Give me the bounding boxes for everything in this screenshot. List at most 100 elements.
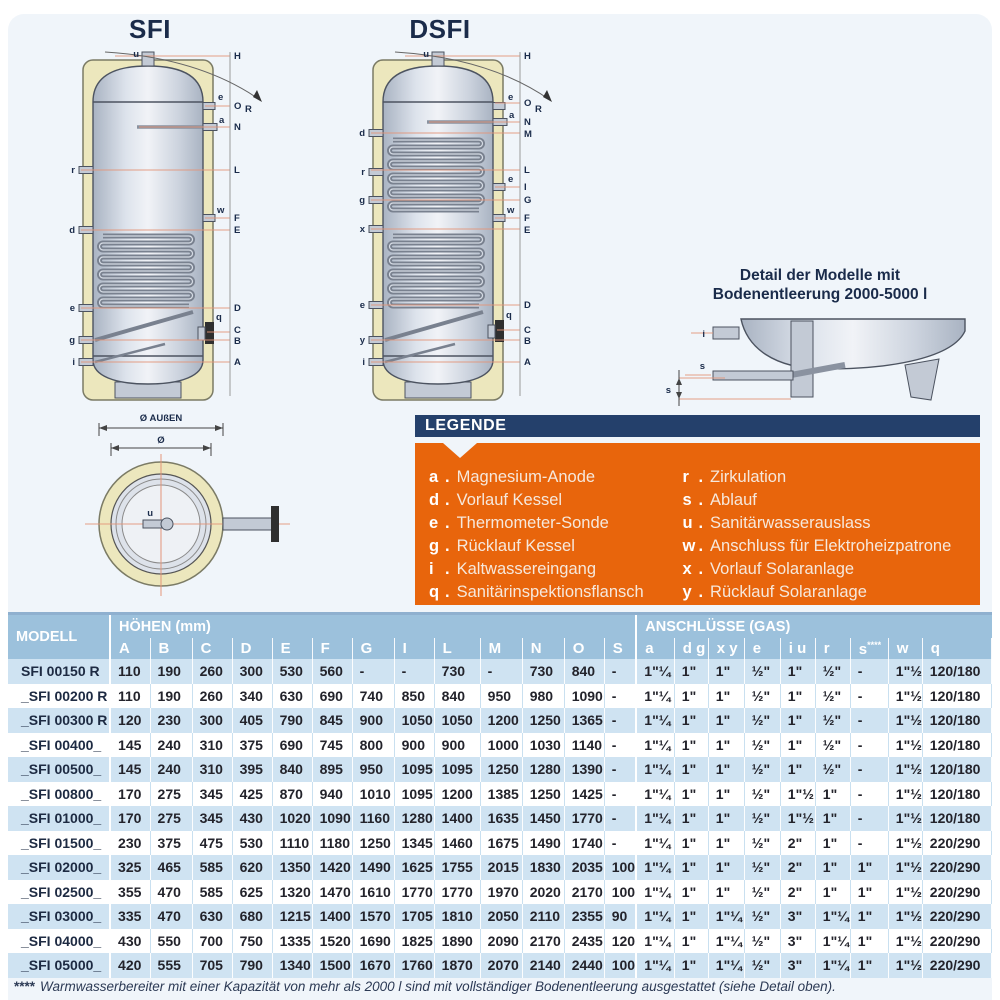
connection-cell: 1" [674, 806, 709, 831]
height-column-header: A [109, 638, 151, 659]
height-cell: 100 [604, 855, 637, 880]
connection-cell: 1" [674, 830, 709, 855]
connection-cell: 1" [674, 708, 709, 733]
height-cell: 1690 [352, 928, 395, 953]
height-cell: 1755 [434, 855, 481, 880]
height-column-header: D [232, 638, 273, 659]
connection-cell: 1"¼ [708, 928, 745, 953]
height-cell: 1470 [312, 879, 353, 904]
dsfi-flange-q [495, 320, 504, 342]
sfi-port-label: i [72, 357, 75, 368]
height-cell: 2440 [564, 953, 605, 978]
connection-cell: - [850, 708, 889, 733]
connection-cell: ½" [744, 683, 781, 708]
connection-column-header: e [744, 638, 781, 659]
dsfi-dim-letter: D [524, 300, 531, 311]
sfi-dim-letter: B [234, 336, 241, 347]
connection-cell: 1" [780, 708, 816, 733]
legend-item-q: q.Sanitärinspektionsflansch [429, 583, 644, 601]
height-cell: 870 [272, 781, 313, 806]
height-cell: 2110 [522, 904, 565, 929]
connection-cell: 1"¼ [815, 928, 851, 953]
height-cell: 1520 [312, 928, 353, 953]
connection-cell: - [850, 683, 889, 708]
connection-cell: 1" [674, 879, 709, 904]
height-cell: 800 [352, 732, 395, 757]
height-cell: 530 [272, 659, 313, 684]
connection-cell: 1"¼ [635, 879, 675, 904]
connection-cell: 1"½ [888, 879, 923, 904]
height-cell: 1770 [564, 806, 605, 831]
height-cell: 120 [604, 928, 637, 953]
model-cell: _SFI 02500_ [8, 879, 111, 904]
inner-diameter-label: Ø [157, 435, 164, 446]
height-cell: 1110 [272, 830, 313, 855]
height-cell: 750 [232, 928, 273, 953]
height-cell: 1020 [272, 806, 313, 831]
height-cell: 240 [150, 732, 193, 757]
height-cell: 630 [272, 683, 313, 708]
height-cell: 1420 [312, 855, 353, 880]
height-cell: 950 [352, 757, 395, 782]
connection-cell: - [850, 830, 889, 855]
height-column-header: O [564, 638, 605, 659]
height-cell: - [480, 659, 523, 684]
connection-cell: 1"¼ [635, 659, 675, 684]
tank-top-view: u Ø AUßEN Ø [85, 413, 290, 596]
connection-cell: 1"½ [888, 683, 923, 708]
model-cell: _SFI 01500_ [8, 830, 111, 855]
model-cell: _SFI 00300 R [8, 708, 111, 733]
dsfi-port-label: w [506, 205, 515, 216]
connection-cell: 1"¼ [708, 953, 745, 978]
connection-cell: 1"½ [888, 830, 923, 855]
height-cell: 190 [150, 683, 193, 708]
connection-cell: 1" [708, 757, 745, 782]
height-cell: 430 [109, 928, 151, 953]
connection-column-header: r [815, 638, 851, 659]
sfi-port-label: a [219, 115, 225, 126]
detail-inlet-label: i [702, 329, 705, 340]
height-cell: 1350 [272, 855, 313, 880]
height-cell: 530 [232, 830, 273, 855]
height-cell: 275 [150, 806, 193, 831]
height-cell: - [604, 781, 637, 806]
connection-cell: 1"¼ [815, 904, 851, 929]
connection-cell: - [850, 659, 889, 684]
height-cell: 145 [109, 757, 151, 782]
legend-item-s: s.Ablauf [682, 491, 757, 509]
connection-cell: 1" [674, 855, 709, 880]
connection-cell: 1"¼ [635, 953, 675, 978]
connection-cell: 3" [780, 953, 816, 978]
height-cell: 1320 [272, 879, 313, 904]
height-cell: 2140 [522, 953, 565, 978]
height-cell: 1090 [564, 683, 605, 708]
height-cell: 470 [150, 904, 193, 929]
model-cell: _SFI 00200 R [8, 683, 111, 708]
model-cell: _SFI 00400_ [8, 732, 111, 757]
height-cell: 275 [150, 781, 193, 806]
connection-cell: 1" [708, 806, 745, 831]
model-cell: SFI 00150 R [8, 659, 111, 684]
height-cell: 1635 [480, 806, 523, 831]
connection-cell: 1"¼ [635, 855, 675, 880]
height-cell: 345 [192, 781, 233, 806]
dsfi-tank-diagram: R u d r g x e y i e a e w q H O N M L I … [359, 49, 552, 401]
height-cell: 2035 [564, 855, 605, 880]
connection-column-header: d g [674, 638, 709, 659]
connection-cell: 1" [780, 659, 816, 684]
connection-cell: 1"¼ [635, 830, 675, 855]
height-cell: 1215 [272, 904, 313, 929]
connection-cell: 1"½ [888, 757, 923, 782]
height-cell: 260 [192, 659, 233, 684]
sfi-tank-diagram: R u r d e g i e a w q H O N L F E D C B … [69, 49, 262, 401]
height-cell: 170 [109, 781, 151, 806]
connection-cell: 1" [850, 953, 889, 978]
sfi-dim-letter: N [234, 122, 241, 133]
height-cell: - [604, 659, 637, 684]
height-cell: 145 [109, 732, 151, 757]
connection-cell: 1" [674, 683, 709, 708]
connection-cell: 3" [780, 928, 816, 953]
connection-cell: ½" [744, 928, 781, 953]
height-column-header: S [604, 638, 637, 659]
